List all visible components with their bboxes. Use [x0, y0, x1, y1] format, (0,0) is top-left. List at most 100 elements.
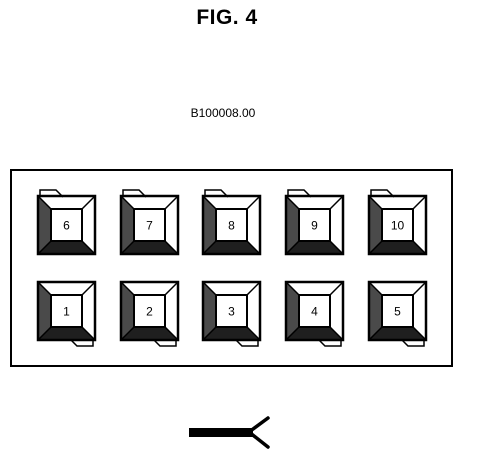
cavity-bevel-line [285, 240, 300, 255]
cavity-bevel-line [164, 281, 179, 296]
cavity-bevel-line [81, 281, 96, 296]
cavity-outer-frame [367, 280, 428, 342]
terminal-number-label: 9 [311, 219, 318, 233]
cavity-bevel-shade-left [369, 282, 382, 340]
terminal-cavity-10: 10 [367, 189, 428, 256]
cavity-bevel-shade-left [38, 282, 51, 340]
cavity-bevel-line [329, 326, 344, 341]
cavity-bevel-shade-bottom [203, 327, 260, 340]
terminal-number-label: 3 [228, 305, 235, 319]
cavity-bevel-line [120, 281, 135, 296]
cavity-bevel-line [37, 326, 52, 341]
terminal-number-label: 1 [63, 305, 70, 319]
cavity-bevel-line [246, 195, 261, 210]
cavity-outer-frame [284, 194, 345, 256]
cavity-bevel-line [120, 240, 135, 255]
cavity-bevel-line [37, 281, 52, 296]
cavity-bevel-line [202, 326, 217, 341]
cavity-bevel-line [285, 195, 300, 210]
cavity-inner-square [298, 208, 331, 242]
cavity-outer-frame [36, 280, 97, 342]
cavity-inner-square [215, 294, 248, 328]
cavity-inner-square [50, 294, 83, 328]
terminal-number-label: 5 [394, 305, 401, 319]
cavity-outer-frame [201, 194, 262, 256]
cavity-bevel-shade-bottom [121, 241, 178, 254]
cavity-bevel-shade-bottom [369, 327, 426, 340]
terminal-cavity-grid: 6 7 8 9 10 1 2 3 4 5 [36, 189, 428, 347]
cavity-bevel-line [246, 326, 261, 341]
cavity-bevel-line [120, 326, 135, 341]
cavity-bevel-line [81, 240, 96, 255]
cavity-inner-square [133, 208, 166, 242]
cavity-bevel-line [164, 326, 179, 341]
terminal-number-label: 4 [311, 305, 318, 319]
cavity-bevel-line [37, 195, 52, 210]
cavity-bevel-line [164, 195, 179, 210]
cavity-bevel-line [368, 240, 383, 255]
cavity-inner-square [50, 208, 83, 242]
cavity-bevel-line [412, 326, 427, 341]
terminal-cavity-7: 7 [119, 189, 180, 256]
cavity-inner-square [133, 294, 166, 328]
terminal-number-label: 2 [146, 305, 153, 319]
cavity-bevel-shade-bottom [286, 241, 343, 254]
cavity-bevel-line [120, 195, 135, 210]
cavity-bevel-line [368, 326, 383, 341]
cavity-bevel-line [81, 195, 96, 210]
cavity-bevel-line [285, 326, 300, 341]
cavity-bevel-line [202, 195, 217, 210]
cavity-bevel-shade-left [38, 196, 51, 254]
cavity-bevel-shade-left [286, 282, 299, 340]
cavity-bevel-shade-bottom [203, 241, 260, 254]
cavity-bevel-shade-left [121, 196, 134, 254]
cavity-outer-frame [119, 280, 180, 342]
cavity-outer-frame [201, 280, 262, 342]
terminal-number-label: 10 [391, 219, 405, 233]
cavity-bevel-shade-left [286, 196, 299, 254]
cavity-bevel-line [329, 240, 344, 255]
cavity-bevel-shade-bottom [38, 241, 95, 254]
terminal-cavity-8: 8 [201, 189, 262, 256]
cavity-bevel-line [202, 240, 217, 255]
terminal-number-label: 7 [146, 219, 153, 233]
terminal-cavity-1: 1 [36, 280, 97, 347]
cavity-outer-frame [119, 194, 180, 256]
cavity-bevel-line [37, 240, 52, 255]
cavity-bevel-line [246, 281, 261, 296]
terminal-cavity-5: 5 [367, 280, 428, 347]
cavity-bevel-line [285, 281, 300, 296]
cavity-bevel-shade-bottom [121, 327, 178, 340]
cavity-bevel-line [329, 281, 344, 296]
cavity-inner-square [298, 294, 331, 328]
figure-reference-code: B100008.00 [190, 106, 256, 120]
cavity-bevel-line [412, 281, 427, 296]
terminal-cavity-4: 4 [284, 280, 345, 347]
cavity-bevel-shade-left [203, 196, 216, 254]
cavity-inner-square [381, 294, 414, 328]
terminal-number-label: 6 [63, 219, 70, 233]
terminal-cavity-6: 6 [36, 189, 97, 256]
cavity-bevel-line [246, 240, 261, 255]
cavity-inner-square [215, 208, 248, 242]
terminal-number-label: 8 [228, 219, 235, 233]
cavity-outer-frame [284, 280, 345, 342]
cavity-bevel-shade-bottom [286, 327, 343, 340]
harness-direction-arrow-icon [189, 416, 270, 449]
cavity-bevel-line [368, 281, 383, 296]
cavity-bevel-line [81, 326, 96, 341]
cavity-bevel-line [368, 195, 383, 210]
figure-title: FIG. 4 [196, 6, 258, 29]
cavity-outer-frame [36, 194, 97, 256]
cavity-bevel-line [202, 281, 217, 296]
cavity-bevel-shade-left [203, 282, 216, 340]
cavity-outer-frame [367, 194, 428, 256]
cavity-bevel-line [329, 195, 344, 210]
cavity-bevel-line [164, 240, 179, 255]
cavity-bevel-shade-bottom [38, 327, 95, 340]
cavity-inner-square [381, 208, 414, 242]
cavity-bevel-shade-left [121, 282, 134, 340]
cavity-bevel-line [412, 195, 427, 210]
cavity-bevel-shade-bottom [369, 241, 426, 254]
